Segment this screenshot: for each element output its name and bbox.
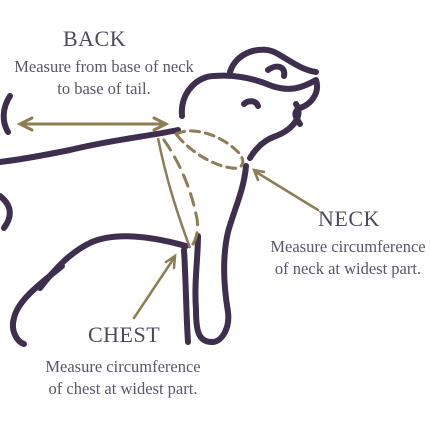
back-title: BACK bbox=[63, 26, 127, 51]
back-arrow bbox=[16, 116, 170, 132]
dog-front-leg bbox=[192, 163, 249, 345]
dog-ear bbox=[227, 46, 319, 75]
chest-pointer-arrow bbox=[132, 253, 177, 320]
neck-measure-loop bbox=[173, 129, 245, 170]
chest-measure-solid bbox=[156, 137, 192, 249]
dog-eye bbox=[241, 98, 261, 109]
dog-nose bbox=[265, 63, 288, 79]
neck-desc-line1: Measure circumference bbox=[270, 237, 426, 256]
neck-title: NECK bbox=[318, 206, 380, 231]
back-desc-line2: to base of tail. bbox=[57, 79, 151, 98]
dog-back bbox=[0, 127, 181, 165]
neck-description: Measure circumference of neck at widest … bbox=[248, 236, 430, 280]
dog-rump bbox=[0, 93, 13, 135]
chest-desc-line2: of chest at widest part. bbox=[48, 379, 198, 398]
dog-inner-leg bbox=[181, 247, 191, 345]
back-description: Measure from base of neck to base of tai… bbox=[0, 56, 220, 100]
chest-desc-line1: Measure circumference bbox=[45, 357, 201, 376]
neck-desc-line2: of neck at widest part. bbox=[274, 259, 422, 278]
chest-title: CHEST bbox=[88, 322, 161, 347]
dog-jaw bbox=[247, 101, 302, 161]
chest-description: Measure circumference of chest at widest… bbox=[18, 356, 228, 400]
dog-belly bbox=[37, 233, 189, 291]
neck-pointer-arrow bbox=[251, 168, 320, 212]
chest-measure-line bbox=[162, 138, 200, 250]
dog-tail bbox=[0, 193, 13, 231]
dog-hind-leg bbox=[10, 263, 65, 347]
back-desc-line1: Measure from base of neck bbox=[14, 57, 194, 76]
